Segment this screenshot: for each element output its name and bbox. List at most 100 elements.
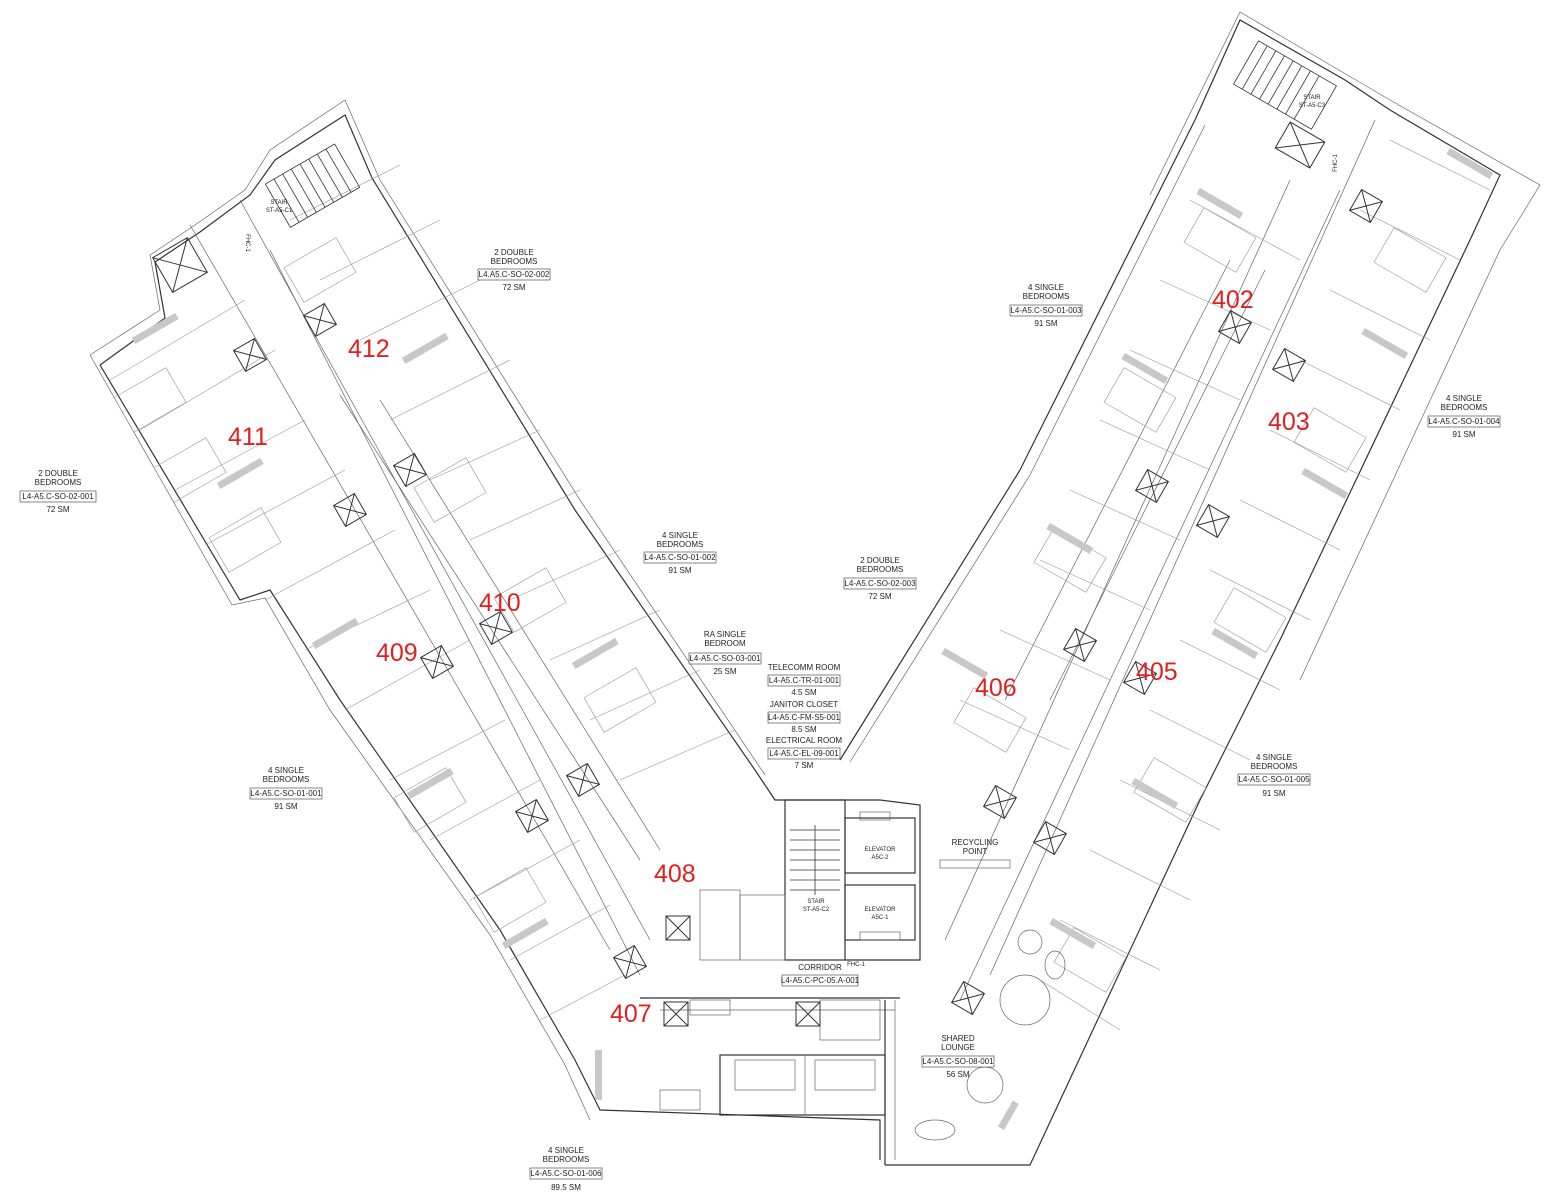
svg-text:CORRIDOR: CORRIDOR <box>798 963 842 972</box>
room-tag[interactable]: 4 SINGLE BEDROOMS L4-A5.C-SO-01-003 91 S… <box>1009 283 1083 328</box>
room-tag[interactable]: 4 SINGLE BEDROOMS L4-A5.C-SO-01-001 91 S… <box>249 766 323 811</box>
svg-text:91 SM: 91 SM <box>668 566 691 575</box>
service-tag[interactable]: CORRIDOR L4-A5.C-PC-05.A-001 <box>781 963 860 987</box>
svg-text:56 SM: 56 SM <box>946 1070 969 1079</box>
svg-text:L4-A5.C-FM-S5-001: L4-A5.C-FM-S5-001 <box>768 713 841 722</box>
unit-number[interactable]: 403 <box>1268 408 1310 436</box>
room-tag[interactable]: RA SINGLE BEDROOM L4-A5.C-SO-03-001 25 S… <box>688 630 762 676</box>
svg-text:L4-A5.C-SO-01-006: L4-A5.C-SO-01-006 <box>530 1169 602 1178</box>
room-tag[interactable]: SHARED LOUNGE L4-A5.C-SO-08-001 56 SM <box>921 1034 995 1079</box>
unit-number[interactable]: 411 <box>228 423 268 451</box>
stair-label: STAIR <box>1303 95 1321 101</box>
svg-text:BEDROOMS: BEDROOMS <box>1441 403 1488 412</box>
svg-text:RA SINGLE: RA SINGLE <box>704 630 746 639</box>
svg-text:4 SINGLE: 4 SINGLE <box>662 531 698 540</box>
right-wing <box>839 11 1541 1166</box>
stair-label: STAIR <box>807 899 825 905</box>
room-tag[interactable]: 2 DOUBLE BEDROOMS L4.A5.C-SO-02-002 72 S… <box>477 248 551 292</box>
svg-text:BEDROOMS: BEDROOMS <box>1251 762 1298 771</box>
svg-text:BEDROOMS: BEDROOMS <box>35 478 82 487</box>
svg-text:91 SM: 91 SM <box>1452 430 1475 439</box>
svg-text:L4-A5.C-SO-08-001: L4-A5.C-SO-08-001 <box>922 1057 994 1066</box>
svg-text:4 SINGLE: 4 SINGLE <box>1446 394 1482 403</box>
svg-text:BEDROOMS: BEDROOMS <box>491 257 538 266</box>
svg-text:BEDROOMS: BEDROOMS <box>1023 292 1070 301</box>
svg-text:LOUNGE: LOUNGE <box>941 1043 975 1052</box>
room-tag[interactable]: 4 SINGLE BEDROOMS L4-A5.C-SO-01-006 89.5… <box>529 1146 603 1192</box>
service-tags: TELECOMM ROOM L4-A5.C-TR-01-001 4.5 SM J… <box>766 663 860 987</box>
svg-text:89.5 SM: 89.5 SM <box>551 1183 581 1192</box>
unit-numbers: 411 412 410 409 408 407 402 403 406 405 <box>228 286 1310 1028</box>
svg-text:7 SM: 7 SM <box>795 761 814 770</box>
svg-text:L4-A5.C-PC-05.A-001: L4-A5.C-PC-05.A-001 <box>781 976 860 985</box>
service-tag[interactable]: TELECOMM ROOM L4-A5.C-TR-01-001 4.5 SM <box>767 663 841 697</box>
elevator-label: ELEVATOR <box>864 907 896 913</box>
svg-text:2 DOUBLE: 2 DOUBLE <box>494 248 534 257</box>
svg-text:91 SM: 91 SM <box>1262 789 1285 798</box>
central-core <box>640 769 1066 1165</box>
svg-text:72 SM: 72 SM <box>46 505 69 514</box>
svg-text:2 DOUBLE: 2 DOUBLE <box>860 556 900 565</box>
service-tag[interactable]: JANITOR CLOSET L4-A5.C-FM-S5-001 8.5 SM <box>767 700 841 734</box>
elevator-label: A5C-2 <box>871 855 889 861</box>
elevator-label: A5C-1 <box>871 915 889 921</box>
svg-text:ELECTRICAL ROOM: ELECTRICAL ROOM <box>766 736 842 745</box>
svg-text:8.5 SM: 8.5 SM <box>791 725 817 734</box>
svg-text:91 SM: 91 SM <box>274 802 297 811</box>
elevator-label: ELEVATOR <box>864 847 896 853</box>
svg-text:BEDROOMS: BEDROOMS <box>857 565 904 574</box>
svg-text:L4-A5.C-SO-02-003: L4-A5.C-SO-02-003 <box>844 579 916 588</box>
svg-text:4 SINGLE: 4 SINGLE <box>268 766 304 775</box>
fhc-label: FHC-1 <box>1333 154 1339 172</box>
svg-text:SHARED: SHARED <box>941 1034 975 1043</box>
left-wing <box>89 99 881 1160</box>
stair-label: STAIR <box>270 200 288 206</box>
svg-text:L4-A5.C-SO-01-001: L4-A5.C-SO-01-001 <box>250 789 322 798</box>
svg-text:BEDROOMS: BEDROOMS <box>657 540 704 549</box>
svg-text:72 SM: 72 SM <box>868 592 891 601</box>
svg-text:L4-A5.C-SO-01-004: L4-A5.C-SO-01-004 <box>1428 417 1500 426</box>
svg-text:4.5 SM: 4.5 SM <box>791 688 817 697</box>
svg-text:L4-A5.C-SO-02-001: L4-A5.C-SO-02-001 <box>22 492 94 501</box>
svg-text:2 DOUBLE: 2 DOUBLE <box>38 469 78 478</box>
svg-text:BEDROOMS: BEDROOMS <box>263 775 310 784</box>
unit-number[interactable]: 410 <box>479 589 521 617</box>
unit-number[interactable]: 402 <box>1212 286 1254 314</box>
svg-text:L4-A5.C-SO-01-002: L4-A5.C-SO-01-002 <box>644 553 716 562</box>
svg-text:91 SM: 91 SM <box>1034 319 1057 328</box>
room-tag[interactable]: 4 SINGLE BEDROOMS L4-A5.C-SO-01-004 91 S… <box>1427 394 1501 439</box>
room-tag[interactable]: 2 DOUBLE BEDROOMS L4-A5.C-SO-02-003 72 S… <box>843 556 917 601</box>
room-tag[interactable]: 4 SINGLE BEDROOMS L4-A5.C-SO-01-002 91 S… <box>643 531 717 575</box>
unit-number[interactable]: 412 <box>348 335 390 363</box>
unit-number[interactable]: 407 <box>610 1000 652 1028</box>
unit-number[interactable]: 405 <box>1136 658 1178 686</box>
unit-number[interactable]: 409 <box>376 639 418 667</box>
svg-text:4 SINGLE: 4 SINGLE <box>1028 283 1064 292</box>
svg-text:BEDROOM: BEDROOM <box>704 639 746 648</box>
svg-text:L4.A5.C-SO-02-002: L4.A5.C-SO-02-002 <box>479 270 550 279</box>
unit-number[interactable]: 408 <box>654 860 696 888</box>
room-tag[interactable]: 4 SINGLE BEDROOMS L4-A5.C-SO-01-005 91 S… <box>1237 753 1311 798</box>
svg-text:25 SM: 25 SM <box>713 667 736 676</box>
recycling-label: RECYCLING <box>952 838 999 847</box>
svg-text:JANITOR CLOSET: JANITOR CLOSET <box>770 700 838 709</box>
svg-text:4 SINGLE: 4 SINGLE <box>548 1146 584 1155</box>
svg-text:L4-A5.C-SO-03-001: L4-A5.C-SO-03-001 <box>689 654 761 663</box>
fhc-label: FHC-1 <box>847 962 865 968</box>
small-labels: STAIR ST-A5-C1 STAIR ST-A5-C2 STAIR ST-A… <box>244 95 1339 968</box>
svg-text:BEDROOMS: BEDROOMS <box>543 1155 590 1164</box>
svg-text:L4-A5.C-SO-01-005: L4-A5.C-SO-01-005 <box>1238 775 1310 784</box>
fhc-label: FHC-1 <box>244 234 250 252</box>
svg-text:L4-A5.C-SO-01-003: L4-A5.C-SO-01-003 <box>1010 306 1082 315</box>
svg-text:TELECOMM ROOM: TELECOMM ROOM <box>768 663 841 672</box>
service-tag[interactable]: ELECTRICAL ROOM L4-A5.C-EL-09-001 7 SM <box>766 736 842 770</box>
stair-label: ST-A5-C1 <box>266 208 293 214</box>
stair-label: ST-A5-C2 <box>803 907 830 913</box>
room-tag[interactable]: 2 DOUBLE BEDROOMS L4-A5.C-SO-02-001 72 S… <box>19 469 97 514</box>
svg-text:4 SINGLE: 4 SINGLE <box>1256 753 1292 762</box>
svg-text:L4-A5.C-TR-01-001: L4-A5.C-TR-01-001 <box>769 676 840 685</box>
unit-number[interactable]: 406 <box>975 674 1017 702</box>
room-tags: 2 DOUBLE BEDROOMS L4-A5.C-SO-02-001 72 S… <box>19 248 1501 1192</box>
svg-text:L4-A5.C-EL-09-001: L4-A5.C-EL-09-001 <box>769 749 839 758</box>
